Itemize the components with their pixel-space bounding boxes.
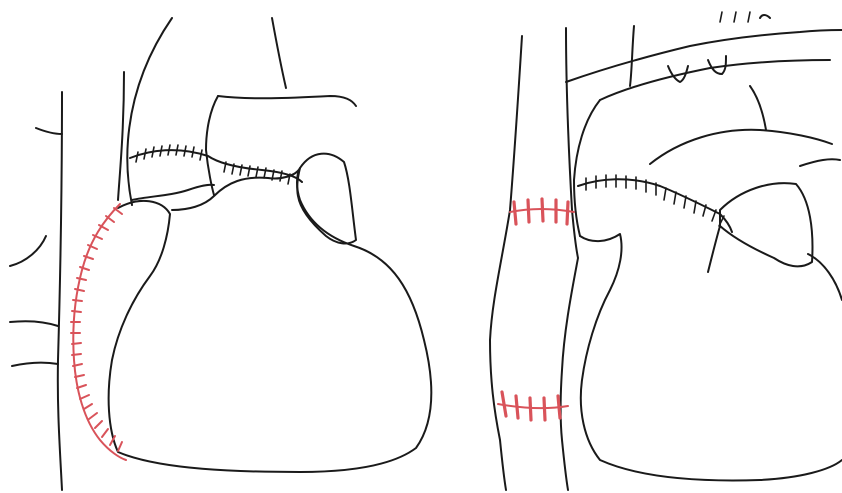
right-arch-outer (566, 30, 842, 82)
left-panel (10, 18, 431, 490)
left-branch-mid (10, 236, 46, 266)
right-arch-inner (600, 60, 830, 100)
right-top-ticks (720, 12, 750, 22)
left-vessel-inner-edge (118, 72, 124, 200)
left-black-suture-base (130, 150, 302, 182)
right-black-suture-base (578, 179, 732, 232)
right-heart-outline (580, 234, 842, 480)
right-arch-branch1 (630, 26, 634, 86)
right-arch-branch3 (708, 56, 726, 74)
right-tube-right-edge (561, 28, 579, 490)
left-atrial-appendage (297, 154, 356, 244)
right-top-stub (760, 15, 770, 18)
left-branch-low2 (12, 363, 58, 366)
left-branch-low1 (10, 321, 58, 326)
left-vessel-edge (58, 92, 62, 490)
right-black-suture-ticks (586, 175, 724, 226)
left-vessel-top-right (218, 96, 356, 106)
left-red-suture-base (73, 204, 126, 460)
right-aorta-left (574, 100, 600, 236)
right-red-ring-lower (498, 392, 568, 420)
left-red-suture-ticks (71, 208, 122, 451)
left-great-vessel-right (272, 18, 286, 88)
right-atrial-appendage (720, 183, 812, 266)
left-root-left (206, 96, 218, 195)
right-tube-left-edge (490, 36, 522, 490)
left-great-vessel-left (127, 18, 172, 205)
left-heart-outline (109, 168, 432, 472)
right-pulmonary-right (800, 159, 840, 166)
left-branch-top (36, 128, 62, 134)
right-appendage-tail (708, 226, 720, 272)
right-pulmonary-top (650, 130, 832, 164)
right-red-ring-upper (510, 199, 574, 224)
right-aorta-right (750, 86, 766, 130)
left-root-bottom (132, 185, 214, 200)
right-panel (490, 12, 842, 490)
